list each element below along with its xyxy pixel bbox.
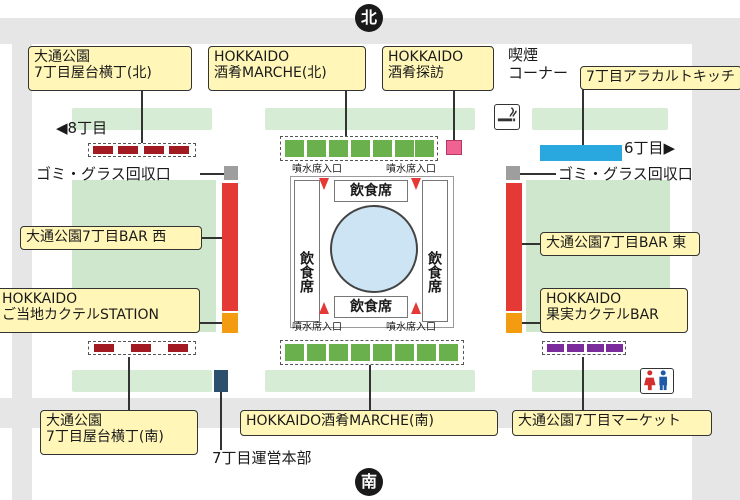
- line-gomi-left: [200, 173, 224, 175]
- seating-bottom: 飲食席: [334, 296, 408, 318]
- fountain-entry-tl: 噴水席入口: [292, 164, 342, 175]
- line-yatai-north: [141, 91, 143, 143]
- label-market: 大通公園7丁目マーケット: [512, 410, 712, 436]
- entry-arrow-tl: [319, 178, 329, 190]
- north-compass-icon: 北: [355, 4, 383, 32]
- line-bar-east: [522, 243, 542, 245]
- gomi-left-label: ゴミ・グラス回収口: [36, 165, 171, 183]
- road-left: [12, 18, 32, 500]
- line-bar-west: [200, 237, 222, 239]
- block-6-label: 6丁目▶: [624, 139, 676, 157]
- office-booth: [214, 370, 228, 392]
- yatai-north-stalls: [88, 143, 196, 157]
- line-marche-south: [369, 365, 371, 410]
- seating-top: 飲食席: [334, 180, 408, 202]
- seating-right: 飲食席: [422, 180, 448, 322]
- gomi-left-box: [224, 166, 238, 180]
- marche-south-stalls: [280, 340, 464, 365]
- lawn-bottom-right: [532, 370, 644, 392]
- station-booth: [222, 313, 238, 333]
- fountain-entry-br: 噴水席入口: [386, 322, 436, 333]
- lawn-top-right: [532, 108, 668, 130]
- label-marche-south: HOKKAIDO酒肴MARCHE(南): [240, 410, 498, 436]
- entry-arrow-tr: [411, 178, 421, 190]
- bar-east-strip: [506, 183, 522, 311]
- line-office: [220, 392, 222, 450]
- entry-arrow-bl: [319, 302, 329, 314]
- bar-west-strip: [222, 183, 238, 311]
- alacarte-booth: [540, 145, 622, 161]
- fountain-entry-tr: 噴水席入口: [386, 164, 436, 175]
- gomi-right-box: [506, 166, 520, 180]
- label-bar-east: 大通公園7丁目BAR 東: [540, 232, 700, 256]
- office-label: 7丁目運営本部: [212, 449, 312, 467]
- marche-north-stalls: [280, 136, 438, 161]
- label-alacarte: 7丁目アラカルトキッチ: [580, 66, 740, 90]
- line-tanbou: [453, 72, 455, 140]
- fountain-entry-bl: 噴水席入口: [292, 322, 342, 333]
- south-compass-icon: 南: [355, 468, 383, 496]
- line-alacarte: [582, 88, 584, 145]
- lawn-bottom-left: [72, 370, 212, 392]
- fountain: [330, 205, 418, 293]
- line-market: [582, 357, 584, 410]
- line-gomi-right: [520, 173, 556, 175]
- line-yatai-south: [128, 357, 130, 410]
- tanbou-booth: [446, 140, 462, 155]
- label-bar-west: 大通公園7丁目BAR 西: [20, 226, 202, 250]
- seating-left: 飲食席: [294, 180, 320, 322]
- lawn-top-center: [265, 108, 475, 130]
- gomi-right-label: ゴミ・グラス回収口: [558, 165, 693, 183]
- yatai-south-stalls: [88, 341, 196, 355]
- line-fruit-bar: [522, 322, 542, 324]
- fruit-bar-booth: [506, 313, 522, 333]
- line-station: [198, 322, 222, 324]
- smoking-label: 喫煙コーナー: [508, 46, 569, 82]
- restroom-icon: [640, 368, 674, 394]
- entry-arrow-br: [411, 302, 421, 314]
- market-stalls: [542, 341, 626, 355]
- line-marche-north: [345, 91, 347, 136]
- smoking-icon: [494, 104, 520, 130]
- block-8-label: ◀8丁目: [56, 119, 108, 137]
